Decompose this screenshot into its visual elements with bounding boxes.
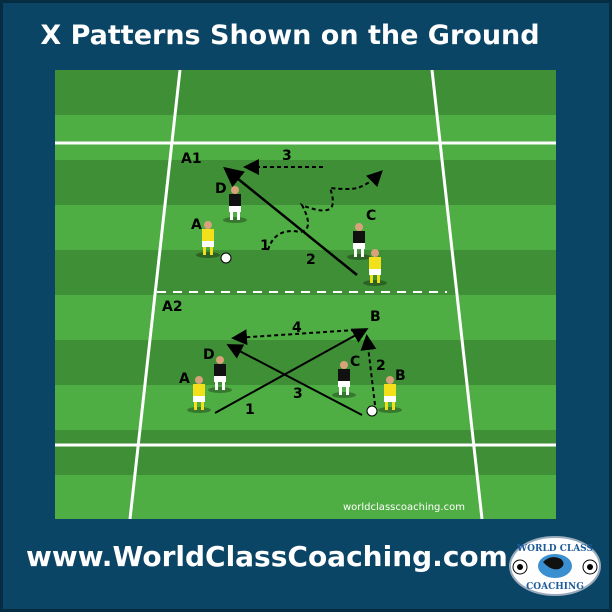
player-label: A — [179, 371, 190, 387]
svg-text:WORLD CLASS: WORLD CLASS — [516, 544, 593, 554]
pass-arrow-3b — [226, 344, 363, 416]
step-label: 3 — [293, 386, 303, 402]
grass-stripe — [55, 250, 556, 295]
footer-url[interactable]: www.WorldClassCoaching.com — [26, 540, 508, 573]
yellow-player — [196, 221, 220, 258]
step-label: 4 — [292, 320, 302, 336]
yellow-player — [187, 376, 211, 413]
black-player — [223, 186, 247, 223]
yellow-player — [378, 376, 402, 413]
pass-arrow-1 — [214, 328, 369, 414]
player-label: C — [350, 354, 360, 370]
page-title: X Patterns Shown on the Ground — [40, 20, 540, 51]
svg-text:COACHING: COACHING — [526, 582, 584, 592]
player-label: D — [203, 347, 215, 363]
soccer-field: A1 A2 A B C D 1 2 3 A B C D 1 2 3 4 worl… — [55, 70, 556, 519]
step-label: 2 — [376, 358, 386, 374]
grass-stripe — [55, 115, 556, 160]
area-label-a1: A1 — [181, 151, 202, 167]
pass-arrow-2 — [223, 166, 358, 276]
step-label: 3 — [282, 148, 292, 164]
step-label: 1 — [260, 238, 270, 254]
soccer-ball — [366, 405, 378, 417]
grass-stripe — [55, 475, 556, 519]
player-label: B — [370, 309, 381, 325]
player-label: C — [366, 208, 376, 224]
world-class-coaching-logo: WORLD CLASS COACHING — [509, 536, 601, 596]
area-label-a2: A2 — [162, 299, 183, 315]
soccer-ball — [220, 252, 232, 264]
step-label: 1 — [245, 402, 255, 418]
player-label: B — [395, 368, 406, 384]
player-label: D — [215, 181, 227, 197]
step-label: 2 — [306, 252, 316, 268]
grass-stripe — [55, 430, 556, 475]
pass-arrow-4 — [231, 329, 356, 346]
watermark: worldclasscoaching.com — [343, 502, 465, 513]
run-arrow-1 — [267, 170, 383, 251]
run-arrow-2 — [360, 334, 377, 406]
field-lines — [55, 70, 556, 519]
player-label: A — [191, 217, 202, 233]
grass-stripe — [55, 385, 556, 430]
black-player — [332, 361, 356, 398]
yellow-player — [363, 249, 387, 286]
black-player — [208, 356, 232, 393]
black-player — [347, 223, 371, 260]
grass-stripe — [55, 70, 556, 115]
